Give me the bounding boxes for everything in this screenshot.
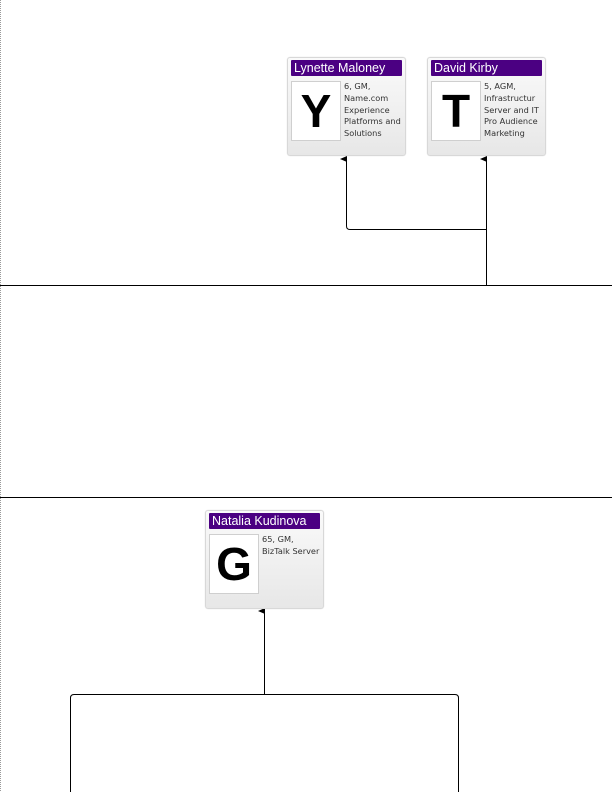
connector-lynette-maloney xyxy=(340,156,487,230)
person-photo-placeholder: G xyxy=(209,534,259,594)
person-details: 65, GM, BizTalk Server xyxy=(262,534,320,556)
person-photo-placeholder: Y xyxy=(291,81,341,141)
person-details: 6, GM, Name.com Experience Platforms and… xyxy=(344,81,401,139)
person-name: Lynette Maloney xyxy=(291,60,402,76)
section-divider-bottom xyxy=(0,497,612,498)
person-details: 5, AGM, Infrastructur Server and IT Pro … xyxy=(484,81,539,139)
page-left-border xyxy=(0,0,1,792)
connector-bracket-bottom xyxy=(70,694,459,792)
person-card-lynette-maloney[interactable]: Lynette Maloney Y 6, GM, Name.com Experi… xyxy=(287,57,406,156)
person-name: Natalia Kudinova xyxy=(209,513,320,529)
person-photo-placeholder: T xyxy=(431,81,481,141)
person-name: David Kirby xyxy=(431,60,542,76)
section-divider-top xyxy=(0,285,612,286)
person-card-david-kirby[interactable]: David Kirby T 5, AGM, Infrastructur Serv… xyxy=(427,57,546,156)
person-card-natalia-kudinova[interactable]: Natalia Kudinova G 65, GM, BizTalk Serve… xyxy=(205,510,324,609)
